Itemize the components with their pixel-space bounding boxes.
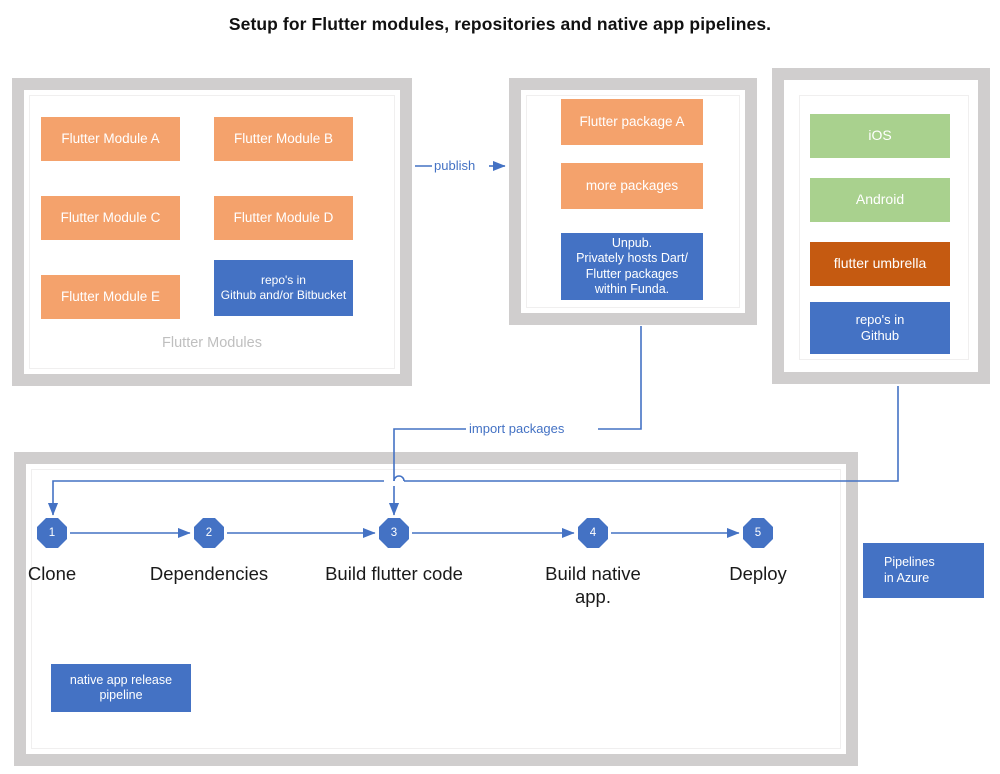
native-app-release-pipeline-box[interactable]: native app release pipeline — [51, 664, 191, 712]
package-box-more[interactable]: more packages — [561, 163, 703, 209]
pipeline-step-4[interactable]: 4 — [578, 518, 608, 548]
unpub-line3: Flutter packages — [585, 266, 679, 281]
module-box-c[interactable]: Flutter Module C — [41, 196, 180, 240]
release-box-line2: pipeline — [99, 688, 143, 702]
step-4-label-line2: app. — [574, 586, 611, 608]
unpub-line2: Privately hosts Dart/ — [576, 251, 688, 266]
pipeline-step-3[interactable]: 3 — [379, 518, 409, 548]
ios-box[interactable]: iOS — [810, 114, 950, 158]
pipelines-in-azure-box[interactable]: Pipelines in Azure — [863, 543, 984, 598]
flutter-modules-caption: Flutter Modules — [162, 335, 262, 351]
step-4-badge: 4 — [578, 518, 608, 548]
pipeline-step-5[interactable]: 5 — [743, 518, 773, 548]
step-3-badge: 3 — [379, 518, 409, 548]
step-2-badge: 2 — [194, 518, 224, 548]
release-box-line1: native app release — [69, 672, 173, 687]
pipeline-step-2-label: Dependencies — [149, 563, 269, 584]
modules-repo-box[interactable]: repo's in Github and/or Bitbucket — [214, 260, 353, 316]
unpub-line1: Unpub. — [611, 236, 653, 250]
pipeline-step-2[interactable]: 2 — [194, 518, 224, 548]
azure-box-line2: in Azure — [884, 570, 930, 585]
module-box-e[interactable]: Flutter Module E — [41, 275, 180, 319]
native-repo-box[interactable]: repo's in Github — [810, 302, 950, 354]
connector-label-import-packages: import packages — [466, 421, 568, 436]
module-box-b[interactable]: Flutter Module B — [214, 117, 353, 161]
modules-repo-line2: Github and/or Bitbucket — [220, 288, 347, 302]
module-box-d[interactable]: Flutter Module D — [214, 196, 353, 240]
pipeline-step-3-label: Build flutter code — [325, 563, 463, 584]
step-5-badge: 5 — [743, 518, 773, 548]
flutter-umbrella-box[interactable]: flutter umbrella — [810, 242, 950, 286]
pipeline-step-1-label: Clone — [27, 563, 77, 584]
module-box-a[interactable]: Flutter Module A — [41, 117, 180, 161]
android-box[interactable]: Android — [810, 178, 950, 222]
connector-label-publish: publish — [434, 158, 476, 173]
modules-repo-line1: repo's in — [261, 273, 306, 288]
package-box-a[interactable]: Flutter package A — [561, 99, 703, 145]
step-4-label-line1: Build native — [545, 563, 641, 584]
unpub-line4: within Funda. — [594, 281, 670, 296]
pipeline-step-4-label: Build native app. — [523, 562, 663, 608]
page-title: Setup for Flutter modules, repositories … — [228, 14, 772, 34]
pipeline-step-5-label: Deploy — [729, 563, 787, 584]
pipeline-step-1[interactable]: 1 — [37, 518, 67, 548]
native-repo-line1: repo's in — [855, 312, 905, 328]
connector-import-right-seg — [598, 326, 642, 430]
azure-box-line1: Pipelines — [884, 555, 935, 570]
unpub-box[interactable]: Unpub. Privately hosts Dart/ Flutter pac… — [561, 233, 703, 300]
native-repo-line2: Github — [860, 328, 900, 343]
step-1-badge: 1 — [37, 518, 67, 548]
